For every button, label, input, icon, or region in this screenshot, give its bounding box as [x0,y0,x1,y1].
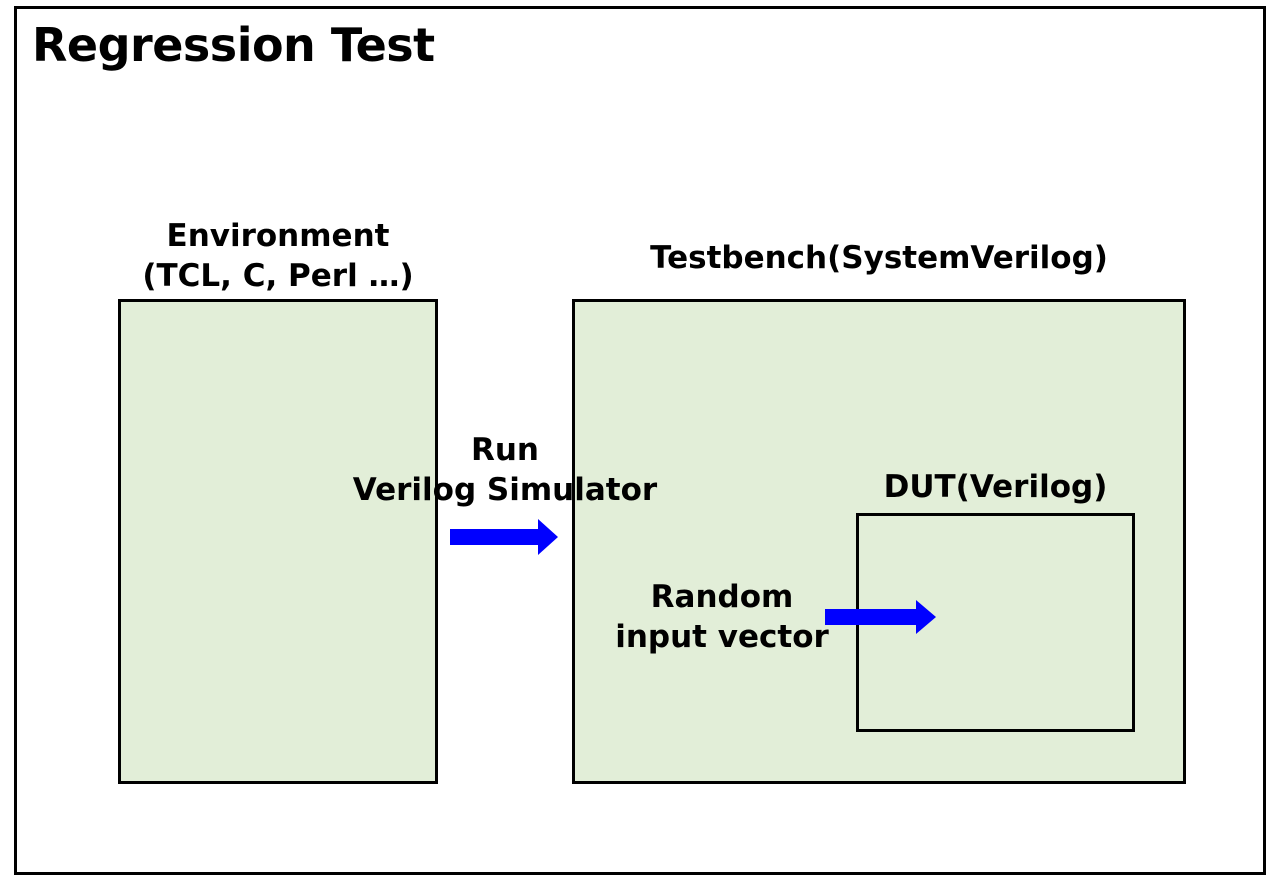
testbench-label: Testbench(SystemVerilog) [650,240,1108,276]
random-input-label-line2: input vector [615,619,829,655]
run-simulator-label-line2: Verilog Simulator [352,472,658,508]
random-input-label: Random input vector [610,577,834,657]
dut-label: DUT(Verilog) [883,469,1108,505]
environment-label-line2: (TCL, C, Perl …) [142,258,414,294]
run-simulator-label-line1: Run [470,432,539,468]
diagram-title: Regression Test [32,18,435,72]
environment-box [118,299,438,784]
input-arrow [825,600,936,634]
input-arrow-shape [825,600,936,634]
random-input-label-line1: Random [650,579,794,615]
run-arrow-shape [450,519,558,555]
run-arrow [450,519,558,555]
environment-label: Environment (TCL, C, Perl …) [118,216,438,296]
run-simulator-label: Run Verilog Simulator [350,430,660,510]
environment-label-line1: Environment [166,218,390,254]
